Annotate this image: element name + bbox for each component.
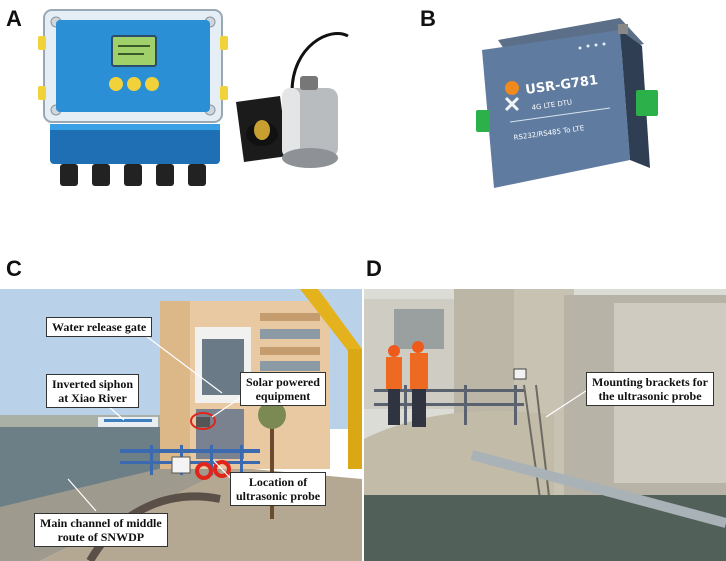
panel-b-photo: USR-G781 4G LTE DTU RS232/RS485 To LTE [470,10,670,200]
callout-ultrasonic-probe-location: Location of ultrasonic probe [230,472,327,506]
callout-solar-equipment: Solar powered equipment [240,372,326,406]
ultrasonic-meter-illustration [38,9,349,186]
meter-button [109,77,123,91]
worker [386,345,402,425]
panel-a-photo [30,6,350,196]
hinge [220,36,228,50]
lcd-screen [111,35,157,67]
pipe [470,450,726,528]
cable-gland [124,164,142,186]
cable-gland [156,164,174,186]
callout-inverted-siphon: Inverted siphon at Xiao River [46,374,140,408]
pointer-line [67,478,97,512]
pointer-line [107,405,125,421]
life-ring [195,462,213,480]
equipment-highlight-circle [190,412,216,430]
panel-label-b: B [420,6,436,31]
crane-arm [300,289,362,369]
terminal-box [50,124,220,164]
panel-d-photo [364,289,726,561]
worker [410,341,428,427]
terminal-block [636,90,658,116]
probe-camera [513,368,527,380]
meter-button [127,77,141,91]
callout-mounting-brackets: Mounting brackets for the ultrasonic pro… [586,372,714,406]
lte-dtu-illustration: USR-G781 4G LTE DTU RS232/RS485 To LTE [476,18,658,188]
pointer-line [137,329,223,394]
pointer-line [545,386,593,418]
railing [374,389,524,392]
hinge [220,86,228,100]
solar-equipment [196,417,210,427]
cable-gland [188,164,206,186]
panel-label-a: A [6,6,22,31]
callout-water-release-gate: Water release gate [46,317,153,337]
cable-gland [92,164,110,186]
cable-gland [60,164,78,186]
meter-button [145,77,159,91]
hinge [38,86,46,100]
panel-label-d: D [366,256,382,281]
gate-installation-illustration [364,289,726,561]
dtu-front-face [482,30,630,188]
life-ring [213,460,231,478]
probe-cable [290,32,349,93]
hinge [38,36,46,50]
railing [120,449,260,453]
panel-label-c: C [6,256,22,281]
walkway-deck [364,410,554,499]
usr-logo [505,81,519,95]
callout-main-channel: Main channel of middle route of SNWDP [34,513,168,547]
